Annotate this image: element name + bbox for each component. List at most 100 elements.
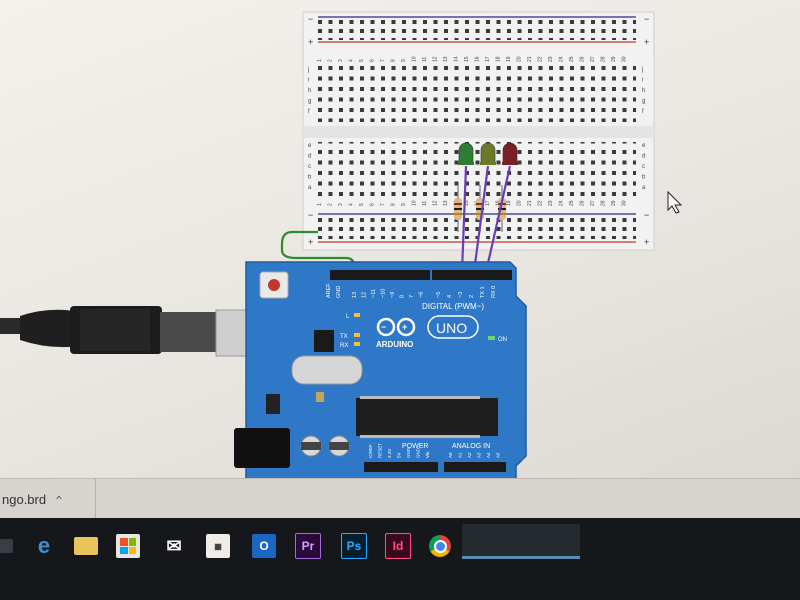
column-number: 23: [548, 200, 554, 206]
mouse-pointer-icon: [667, 190, 683, 214]
digital-pin-label: ~11: [371, 289, 377, 298]
digital-pin-label: 2: [469, 295, 475, 298]
outlook-icon[interactable]: O: [244, 526, 284, 566]
digital-header-left: [330, 270, 430, 280]
led-body: [458, 142, 474, 165]
arduino-logo: − +: [376, 317, 416, 337]
wire-green-gnd[interactable]: [280, 230, 356, 272]
digital-header-right: [432, 270, 512, 280]
row-letter: b: [642, 175, 646, 181]
column-number: 26: [580, 56, 586, 62]
windows-taskbar: e ✉ ▦ O Pr Ps Id: [0, 518, 800, 600]
digital-pin-label: ~3: [458, 292, 464, 298]
download-file-name: ngo.brd: [2, 491, 47, 507]
svg-text:−: −: [381, 322, 386, 332]
file-explorer-icon[interactable]: [66, 526, 106, 566]
premiere-icon[interactable]: Pr: [288, 526, 328, 566]
column-number: 23: [548, 56, 554, 62]
column-number: 12: [433, 200, 439, 206]
edge-icon[interactable]: e: [37, 533, 51, 558]
column-number: 4: [349, 59, 355, 62]
column-number: 12: [433, 56, 439, 62]
download-bar: ngo.brd ^: [0, 478, 800, 519]
power-pin-label: Vin: [425, 451, 430, 458]
led-rim: [458, 162, 474, 165]
wire-purple-1[interactable]: [460, 165, 468, 273]
column-number: 29: [611, 56, 617, 62]
mail-icon[interactable]: ✉: [166, 535, 182, 556]
column-number: 15: [464, 200, 470, 206]
taskbar-active-window[interactable]: [462, 524, 580, 559]
row-letter: a: [642, 185, 646, 191]
row-letter: c: [642, 164, 645, 170]
column-number: 1: [317, 203, 323, 206]
column-number: 13: [443, 56, 449, 62]
wire-purple-3[interactable]: [484, 165, 512, 273]
upper-terminal-strip: [318, 66, 636, 122]
premiere-label: Pr: [295, 533, 321, 559]
column-number: 25: [569, 56, 575, 62]
digital-pin-label: ~5: [436, 292, 442, 298]
column-number: 20: [517, 56, 523, 62]
column-number: 20: [517, 200, 523, 206]
arduino-wordmark: ARDUINO: [376, 340, 413, 349]
analog-pin-label: A0: [448, 452, 453, 458]
led-3[interactable]: [502, 142, 518, 165]
download-item[interactable]: ngo.brd ^: [0, 479, 96, 519]
rail-minus-label-br: −: [644, 210, 649, 220]
power-pin-label: GND: [416, 447, 421, 458]
column-number: 16: [475, 56, 481, 62]
row-letter: f: [642, 109, 644, 115]
column-number: 28: [601, 200, 607, 206]
rail-plus-label-tr: +: [644, 37, 649, 47]
led-1[interactable]: [458, 142, 474, 165]
column-number: 9: [401, 203, 407, 206]
reset-button[interactable]: [268, 279, 280, 291]
resistor-1[interactable]: [454, 185, 462, 232]
store-icon[interactable]: [108, 526, 148, 566]
row-letter: i: [308, 78, 309, 84]
column-number: 6: [370, 59, 376, 62]
column-number: 19: [506, 200, 512, 206]
column-number: 24: [559, 56, 565, 62]
rail-plus-label-br: +: [644, 237, 649, 247]
column-number: 26: [580, 200, 586, 206]
column-number: 25: [569, 200, 575, 206]
led-rim: [502, 162, 518, 165]
photoshop-icon[interactable]: Ps: [334, 526, 374, 566]
column-number: 5: [359, 59, 365, 62]
led-group[interactable]: [458, 142, 518, 165]
svg-text:+: +: [402, 322, 407, 332]
analog-in-label: ANALOG IN: [452, 443, 490, 450]
column-number: 10: [412, 56, 418, 62]
led-2[interactable]: [480, 142, 496, 165]
column-number: 5: [359, 203, 365, 206]
windows-icon[interactable]: [0, 526, 26, 566]
column-number: 21: [527, 200, 533, 206]
column-number: 8: [391, 59, 397, 62]
row-letter: i: [642, 78, 643, 84]
chevron-up-icon[interactable]: ^: [56, 494, 62, 504]
analog-pin-label: A3: [477, 452, 482, 458]
indesign-label: Id: [385, 533, 411, 559]
row-letter: f: [308, 109, 310, 115]
libreoffice-icon[interactable]: ▦: [198, 526, 238, 566]
indesign-icon[interactable]: Id: [378, 526, 418, 566]
column-number: 22: [538, 200, 544, 206]
row-letter: e: [308, 143, 312, 149]
lower-terminal-strip: [318, 142, 636, 198]
top-power-rail: [318, 18, 636, 40]
chrome-icon[interactable]: [420, 526, 460, 566]
power-label: POWER: [402, 443, 428, 450]
wires[interactable]: [280, 165, 512, 273]
wire-purple-2[interactable]: [472, 165, 490, 273]
row-letter: e: [642, 143, 646, 149]
row-letter: h: [642, 88, 645, 94]
row-letter: h: [308, 88, 311, 94]
